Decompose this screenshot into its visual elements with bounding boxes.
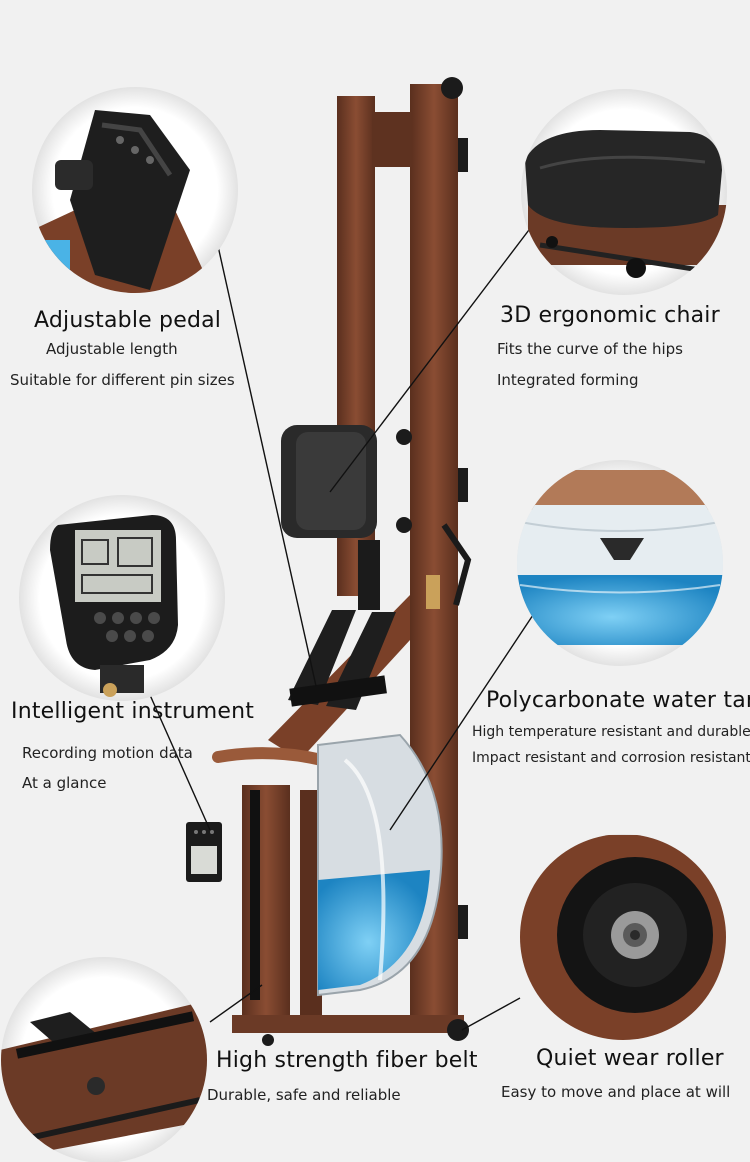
top-crossbar [372,112,412,167]
chair-line-1: Fits the curve of the hips [497,340,683,358]
pedal-title: Adjustable pedal [34,308,222,333]
belt-detail-circle [1,957,207,1162]
roller-detail-circle [520,834,726,1040]
tank-line-1: High temperature resistant and durable [472,724,750,740]
pedal-line-1: Adjustable length [46,340,178,358]
tank-detail-circle [517,460,723,666]
tank-title: Polycarbonate water tank [486,688,750,713]
pedal-line-2: Suitable for different pin sizes [10,371,235,389]
top-knob [441,77,463,99]
base-plate [232,1015,464,1033]
belt-title: High strength fiber belt [216,1048,478,1073]
chair-detail-circle [521,89,727,295]
belt [250,790,260,1000]
belt-line-1: Durable, safe and reliable [207,1086,401,1104]
handle-bar [212,747,328,766]
rowing-machine-body [186,77,472,1046]
chair-line-2: Integrated forming [497,371,639,389]
rear-roller [447,1019,469,1041]
foot-pedals [288,610,396,710]
lower-left-frame [242,785,290,1020]
roller-line-1: Easy to move and place at will [501,1083,731,1101]
chair-title: 3D ergonomic chair [500,303,720,328]
instrument-title: Intelligent instrument [11,699,255,724]
instrument-line-2: At a glance [22,774,107,792]
roller-title: Quiet wear roller [536,1046,724,1071]
pedal-detail-circle [32,87,238,293]
instrument-detail-circle [19,495,225,701]
tank-line-2: Impact resistant and corrosion resistant [472,750,750,766]
leader-lines [149,221,536,1031]
latch [426,575,440,609]
instrument-line-1: Recording motion data [22,744,193,762]
